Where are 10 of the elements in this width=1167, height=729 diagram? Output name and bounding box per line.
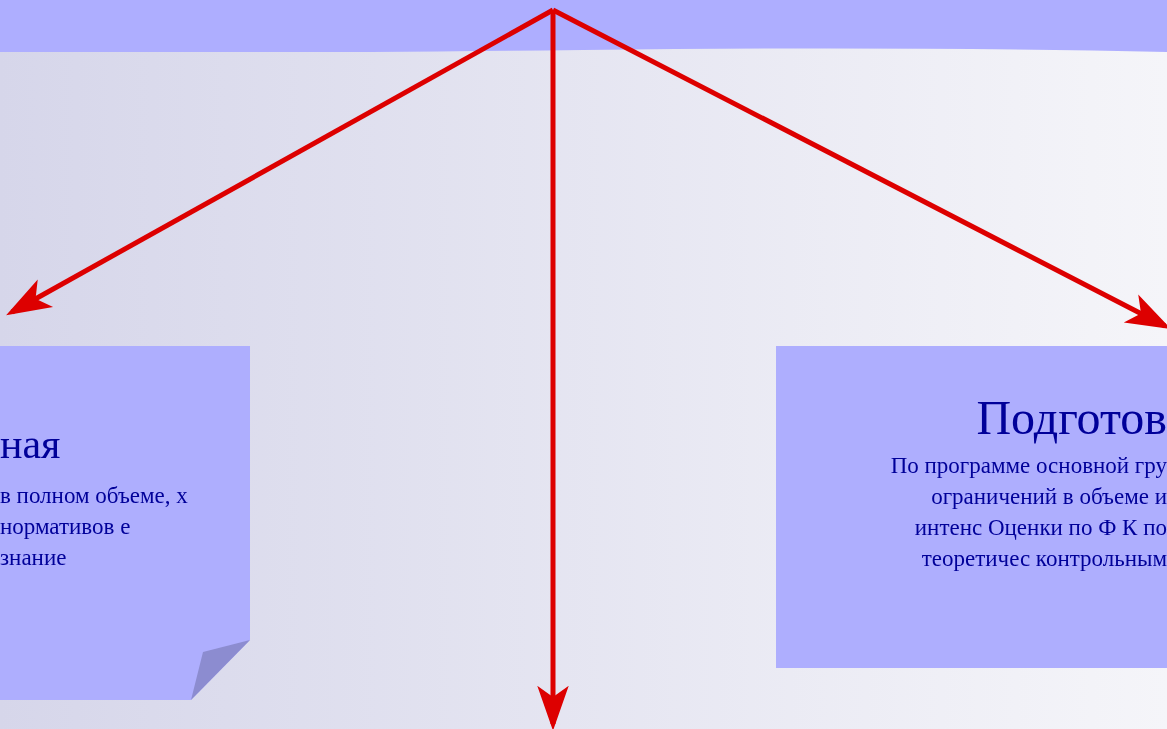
arrow bbox=[6, 7, 555, 316]
card-heading: ная bbox=[0, 420, 61, 468]
card-text: По программе основной гру ограничений в объеме и интенс Оценки по Ф К по теоретичес контрольным bbox=[889, 452, 1167, 573]
note-card bbox=[776, 346, 1167, 668]
card-heading: Подготов bbox=[976, 390, 1167, 445]
note-card bbox=[0, 346, 250, 700]
header-band bbox=[0, 0, 1167, 52]
arrow bbox=[551, 7, 1167, 330]
card-text: в полном объеме, х нормативов е знание bbox=[0, 482, 189, 572]
arrow bbox=[537, 10, 569, 729]
